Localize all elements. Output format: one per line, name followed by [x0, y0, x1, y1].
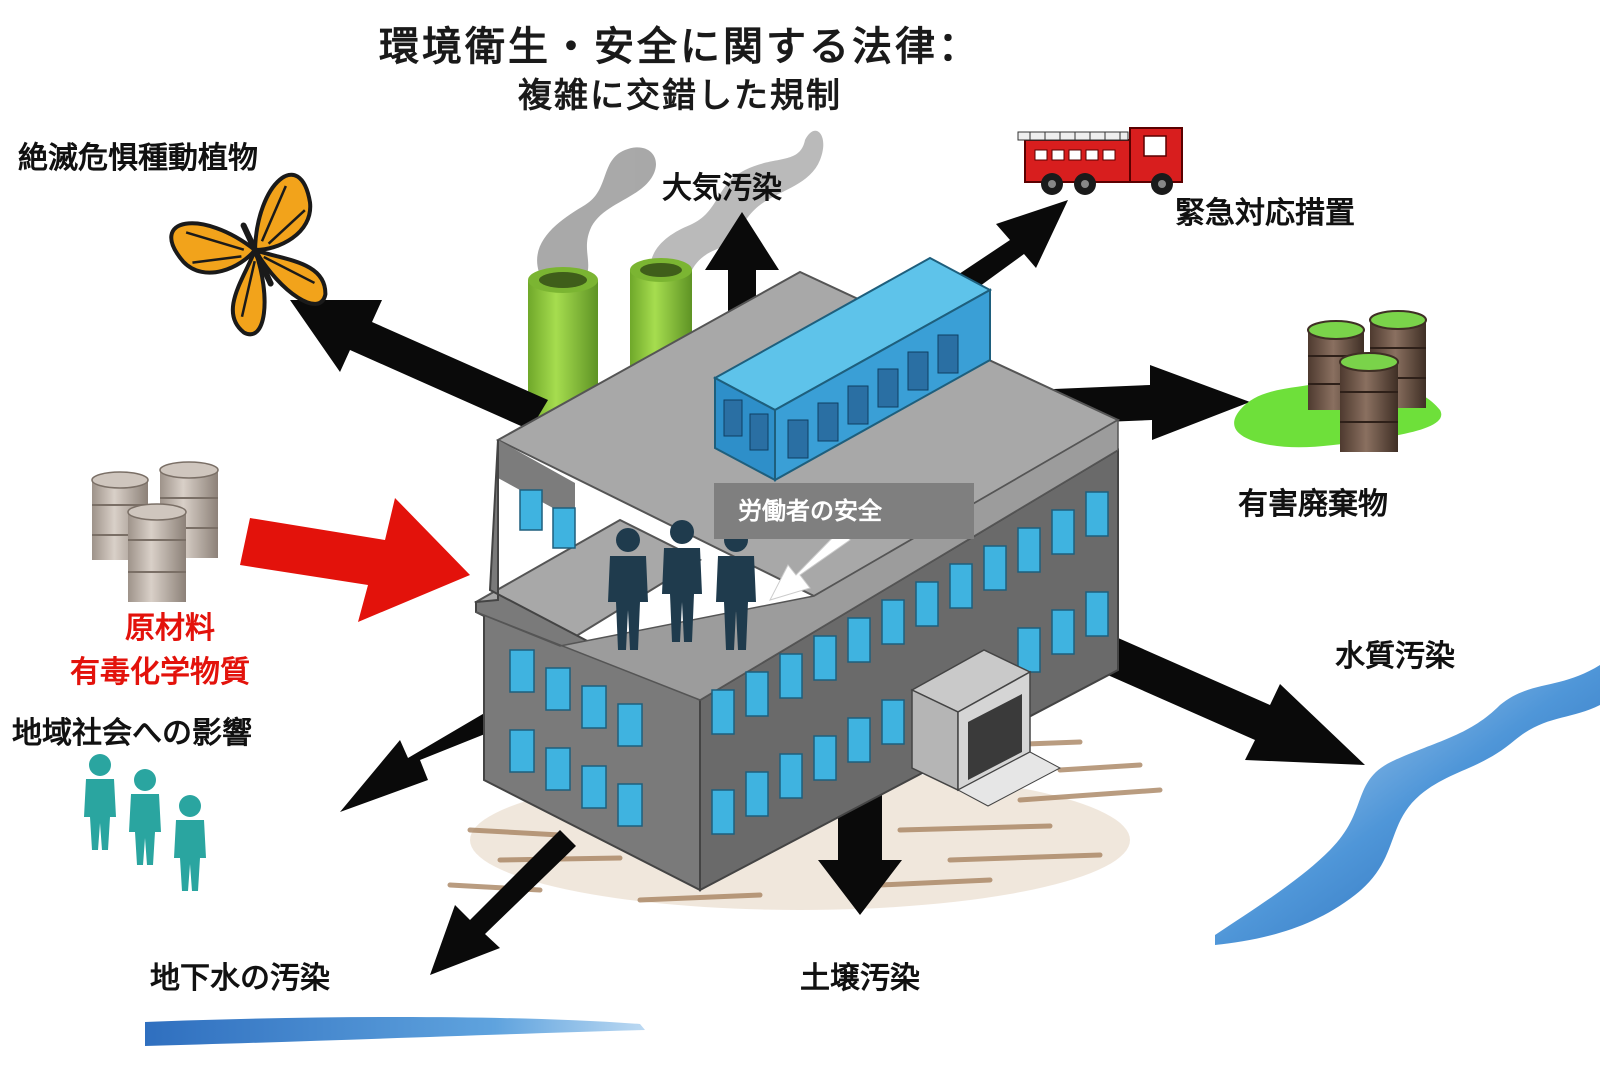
smoke: [537, 130, 824, 290]
label-worker-safety: 労働者の安全: [714, 483, 974, 539]
title-line-2: 複雑に交錯した規制: [518, 76, 842, 116]
label-emergency-response: 緊急対応措置: [1175, 196, 1355, 231]
input-arrow: [240, 498, 470, 622]
label-water-pollution: 水質汚染: [1335, 639, 1455, 674]
label-community-impact: 地域社会への影響: [12, 716, 252, 751]
label-air-pollution: 大気汚染: [662, 171, 782, 206]
river-icon: [1215, 665, 1600, 945]
butterfly-icon: [169, 172, 328, 337]
label-groundwater-pollution: 地下水の汚染: [150, 961, 330, 996]
label-raw-materials: 原材料: [125, 611, 215, 646]
label-toxic-chemicals: 有毒化学物質: [70, 655, 250, 690]
label-soil-pollution: 土壌汚染: [800, 961, 920, 996]
groundwater-icon: [145, 1017, 645, 1046]
loading-dock: [910, 649, 1062, 807]
raw-material-barrels-icon: [91, 461, 219, 602]
arrow-groundwater: [430, 830, 576, 975]
waste-barrels-icon: [1234, 310, 1442, 452]
label-endangered-species: 絶滅危惧種動植物: [18, 141, 258, 176]
title-line-1: 環境衛生・安全に関する法律：: [379, 24, 981, 70]
worker-figures-icon: [608, 520, 756, 650]
fire-truck-icon: [1017, 127, 1183, 195]
arrow-endangered: [290, 300, 548, 430]
arrow-community: [340, 698, 520, 812]
community-people-icon: [84, 754, 206, 891]
arrow-water: [1085, 630, 1365, 765]
rooftop-unit: [712, 256, 993, 482]
label-hazardous-waste: 有害廃棄物: [1238, 487, 1388, 522]
